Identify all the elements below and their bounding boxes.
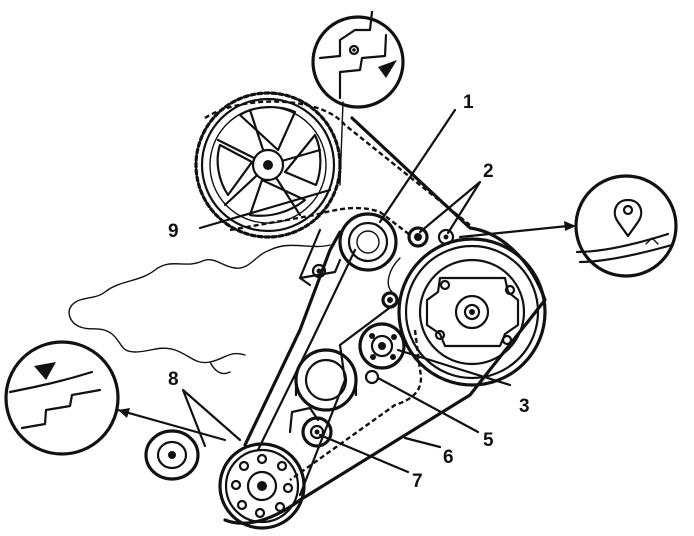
timing-belt-inner-run — [256, 248, 402, 497]
tensioner-bolts — [381, 226, 455, 309]
callout-3: 3 — [519, 396, 530, 417]
detail-crank-mark — [4, 340, 227, 456]
leader-lines — [181, 108, 512, 474]
crankshaft-pulley — [218, 442, 306, 530]
left-small-pulley — [144, 429, 200, 481]
callout-9: 9 — [168, 221, 179, 242]
small-pulley-3 — [358, 322, 406, 385]
large-right-pulley — [397, 237, 547, 387]
tensioner-pulley — [288, 406, 333, 448]
callout-5: 5 — [483, 430, 494, 451]
callout-7: 7 — [412, 471, 423, 492]
camshaft-sprocket — [194, 91, 342, 239]
callout-2: 2 — [483, 161, 494, 182]
detail-cam-mark — [311, 10, 405, 186]
middle-pulley — [294, 348, 358, 412]
callout-6: 6 — [443, 447, 454, 468]
engine-block-outline — [68, 244, 331, 375]
callout-1: 1 — [463, 92, 474, 113]
callout-8: 8 — [168, 369, 179, 390]
idler-pulley — [298, 212, 398, 287]
detail-pump-mark — [458, 174, 678, 278]
